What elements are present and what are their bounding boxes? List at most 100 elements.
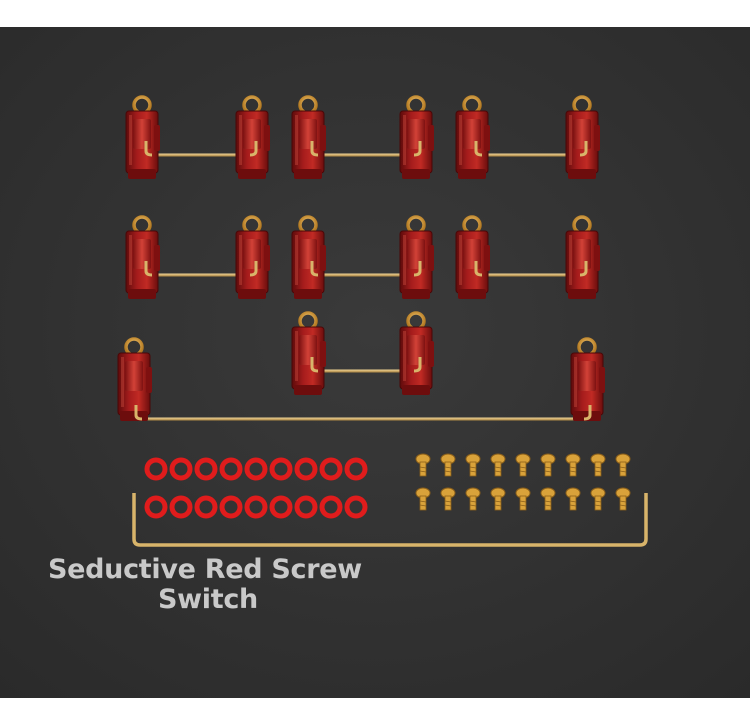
wire-bend [413,357,422,373]
wire-bend [144,141,153,157]
screw-thread [594,470,602,473]
housing-foot [238,289,266,299]
stabilizer-housing [291,95,326,179]
wire-bend [310,261,319,277]
screw-thread [594,466,602,469]
housing-highlight [574,357,577,407]
screw-thread [619,466,627,469]
screw-shank [469,461,477,477]
stabilizer-wire [140,417,590,421]
wire-tool-group [132,493,648,547]
screw-thread [419,466,427,469]
stabilizer-wire [148,153,246,157]
stabilizer-housing [455,215,490,299]
stabilizer-wire [314,369,410,373]
housing-highlight [459,115,462,165]
screw-shank [569,495,577,511]
wire-bend [413,141,422,157]
stabilizer-housing [399,311,434,395]
stabilizer-housing [117,337,152,421]
screw [515,453,531,477]
housing-foot [128,289,156,299]
screw-shank [594,495,602,511]
screw-shank [569,461,577,477]
screw-shank [494,461,502,477]
stabilizer-wire [478,153,576,157]
washer [294,457,318,481]
washer [344,495,368,519]
screw-thread [594,500,602,503]
housing-highlight [403,115,406,165]
housing-highlight [129,115,132,165]
housing-stem [133,239,151,269]
screw [415,453,431,477]
housing-stem [573,239,591,269]
screw-thread [594,504,602,507]
housing-foot [568,169,596,179]
stabilizer-housing [570,337,605,421]
screw [540,453,556,477]
housing-stem [243,239,261,269]
screw [615,453,631,477]
stabilizer-housing [235,215,270,299]
housing-highlight [295,115,298,165]
wire-bend [249,141,258,157]
housing-foot [128,169,156,179]
screw-thread [569,500,577,503]
screw-shank [519,495,527,511]
screw-thread [469,466,477,469]
wire-bend [134,405,143,421]
housing-foot [458,169,486,179]
screw [540,487,556,511]
housing-highlight [295,331,298,381]
housing-stem [407,119,425,149]
screw-thread [494,504,502,507]
screw-shank [619,495,627,511]
screw-thread [444,504,452,507]
washer [244,495,268,519]
screw-shank [519,461,527,477]
screw-thread [569,470,577,473]
screw-thread [619,470,627,473]
stabilizer-kit-illustration [0,27,750,698]
screw-thread [494,470,502,473]
stabilizer-pair [455,215,600,299]
screw-thread [619,504,627,507]
wire-bend [249,261,258,277]
housing-stem [463,239,481,269]
washer-group [144,457,368,519]
housing-clip [428,125,434,151]
stabilizer-housing [399,215,434,299]
screw [465,487,481,511]
housing-highlight [295,235,298,285]
housing-highlight [569,235,572,285]
screw-thread [544,470,552,473]
wire-bend [579,261,588,277]
housing-foot [402,169,430,179]
housing-stem [133,119,151,149]
housing-foot [294,169,322,179]
screw-thread [519,504,527,507]
housing-foot [120,411,148,421]
wire-bend [413,261,422,277]
housing-clip [146,367,152,393]
screw-thread [469,500,477,503]
housing-foot [568,289,596,299]
wire-bend [474,261,483,277]
product-caption: Seductive Red Screw Switch [48,555,368,615]
washer [219,495,243,519]
screw-thread [519,466,527,469]
screw [490,453,506,477]
housing-stem [299,335,317,365]
housing-highlight [121,357,124,407]
screw-shank [544,461,552,477]
product-photo [0,27,750,698]
stabilizer-housing [399,95,434,179]
housing-clip [154,125,160,151]
long-stabilizer [117,337,605,421]
screw [565,453,581,477]
housing-clip [264,245,270,271]
washer [244,457,268,481]
housing-clip [320,125,326,151]
housing-stem [299,119,317,149]
